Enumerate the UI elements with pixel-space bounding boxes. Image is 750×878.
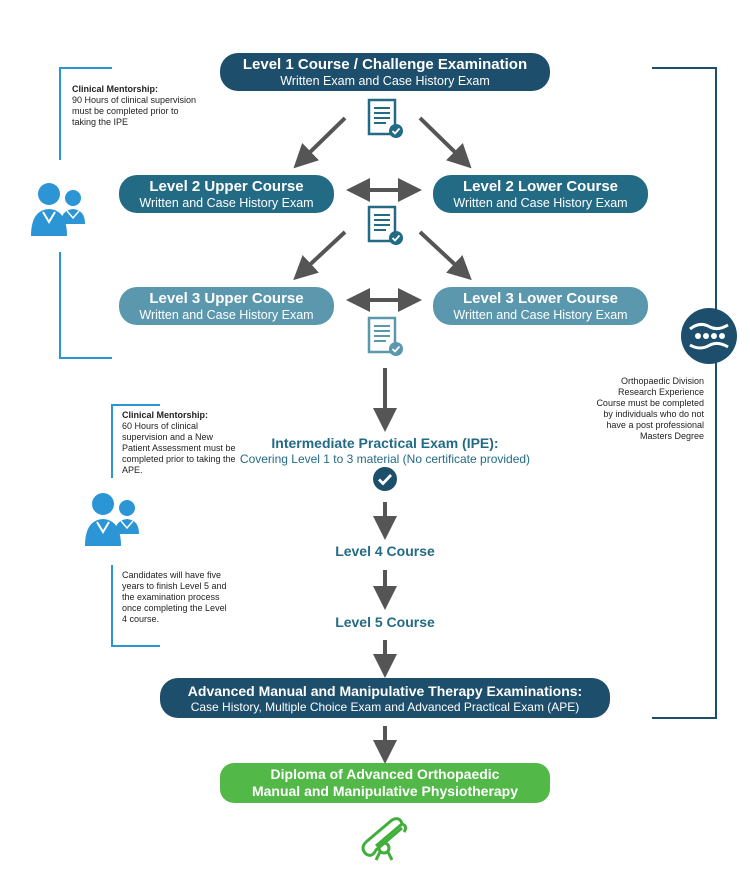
ipe-subtitle: Covering Level 1 to 3 material (No certi… xyxy=(239,452,531,466)
document-check-icon xyxy=(367,98,403,138)
document-check-icon xyxy=(367,205,403,245)
mentorship-note-1: Clinical Mentorship: 90 Hours of clinica… xyxy=(72,84,197,128)
advanced-title: Advanced Manual and Manipulative Therapy… xyxy=(187,683,583,699)
level2-upper-box: Level 2 Upper Course Written and Case Hi… xyxy=(119,175,334,213)
spine-hands-icon xyxy=(681,308,737,364)
level2-upper-subtitle: Written and Case History Exam xyxy=(139,196,314,210)
level1-box: Level 1 Course / Challenge Examination W… xyxy=(220,53,550,91)
diploma-line2: Manual and Manipulative Physiotherapy xyxy=(251,783,519,799)
advanced-subtitle: Case History, Multiple Choice Exam and A… xyxy=(190,700,580,714)
research-note: Orthopaedic Division Research Experience… xyxy=(596,376,704,441)
mentorship-note-2: Clinical Mentorship: 60 Hours of clinica… xyxy=(122,410,237,476)
level2-lower-box: Level 2 Lower Course Written and Case Hi… xyxy=(433,175,648,213)
level2-lower-subtitle: Written and Case History Exam xyxy=(453,196,628,210)
level3-lower-subtitle: Written and Case History Exam xyxy=(453,308,628,322)
diploma-box: Diploma of Advanced Orthopaedic Manual a… xyxy=(220,763,550,803)
document-check-icon xyxy=(367,316,403,356)
ipe-block: Intermediate Practical Exam (IPE): Cover… xyxy=(220,435,550,467)
level4-title: Level 4 Course xyxy=(335,543,435,559)
people-icon xyxy=(31,183,85,236)
level3-lower-title: Level 3 Lower Course xyxy=(462,290,619,307)
level3-upper-subtitle: Written and Case History Exam xyxy=(139,308,314,322)
mentorship-1-heading: Clinical Mentorship: xyxy=(72,84,159,94)
advanced-box: Advanced Manual and Manipulative Therapy… xyxy=(160,678,610,718)
candidates-note: Candidates will have five years to finis… xyxy=(122,570,227,624)
ipe-title: Intermediate Practical Exam (IPE): xyxy=(271,435,499,451)
level1-subtitle: Written Exam and Case History Exam xyxy=(280,74,490,88)
level3-lower-box: Level 3 Lower Course Written and Case Hi… xyxy=(433,287,648,325)
mentorship-2-body: 60 Hours of clinical supervision and a N… xyxy=(122,421,236,475)
level2-upper-title: Level 2 Upper Course xyxy=(149,178,304,195)
diploma-scroll-icon xyxy=(361,817,408,861)
level1-title: Level 1 Course / Challenge Examination xyxy=(242,56,528,73)
mentorship-1-body: 90 Hours of clinical supervision must be… xyxy=(72,95,197,127)
level2-lower-title: Level 2 Lower Course xyxy=(462,178,619,195)
level3-upper-box: Level 3 Upper Course Written and Case Hi… xyxy=(119,287,334,325)
people-icon xyxy=(85,493,139,546)
diploma-line1: Diploma of Advanced Orthopaedic xyxy=(270,766,500,782)
mentorship-2-heading: Clinical Mentorship: xyxy=(122,410,209,420)
check-circle-icon xyxy=(373,467,397,491)
level5-title: Level 5 Course xyxy=(335,614,435,630)
level3-upper-title: Level 3 Upper Course xyxy=(149,290,304,307)
